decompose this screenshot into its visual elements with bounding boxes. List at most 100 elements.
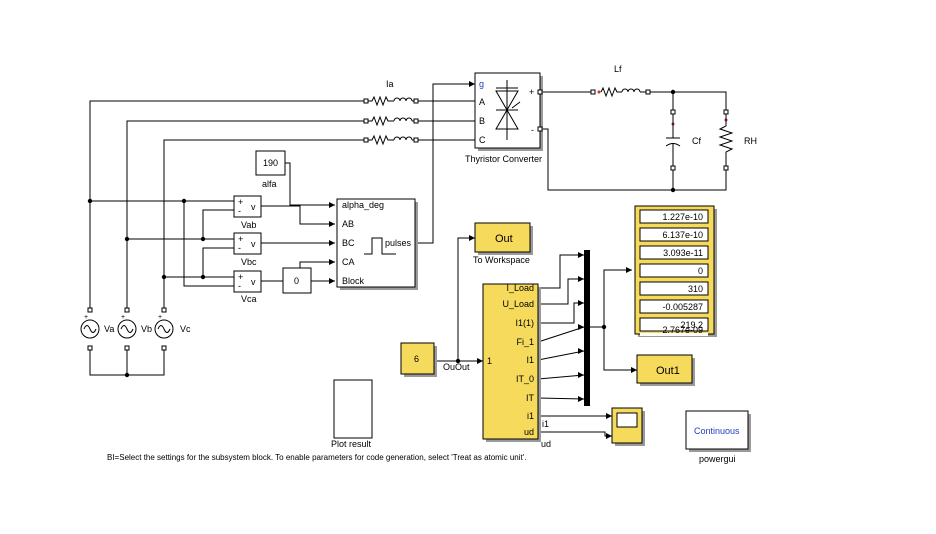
- vbc-v: v: [251, 239, 256, 249]
- display-block[interactable]: 1.227e-10 6.137e-10 3.093e-11 0 310 -0.0…: [634, 205, 717, 337]
- to-workspace-block[interactable]: Out To Workspace: [473, 222, 533, 265]
- powergui-label: powergui: [699, 454, 736, 464]
- alfa-constant-block[interactable]: 190 alfa: [255, 150, 286, 189]
- arrowheads: [329, 81, 637, 439]
- subsystem-out-i1-lower: i1: [527, 411, 534, 421]
- display-value-2: 6.137e-10: [662, 230, 703, 240]
- thyristor-port-b: B: [479, 116, 485, 126]
- lf-label: Lf: [614, 64, 622, 74]
- vab-plus: +: [238, 197, 243, 207]
- measurement-subsystem-block[interactable]: 1 I_Load U_Load I1(1) Fi_1 I1 IT_0 IT i1…: [482, 283, 541, 442]
- subsystem-out-it0: IT_0: [516, 374, 534, 384]
- rh-resistor-block[interactable]: RH: [718, 109, 757, 171]
- vca-minus: -: [238, 281, 241, 291]
- out1-block[interactable]: Out1: [636, 354, 695, 386]
- va-label: Va: [104, 324, 114, 334]
- pulse-port-ca: CA: [342, 257, 355, 267]
- vab-voltage-measurement[interactable]: + - v Vab: [233, 195, 262, 230]
- block-constant[interactable]: 0: [282, 267, 312, 294]
- vab-v: v: [251, 202, 256, 212]
- impedance-phase-b: [363, 115, 419, 127]
- va-plus: +: [84, 314, 88, 321]
- out-label: Out: [495, 233, 513, 245]
- cf-capacitor-block[interactable]: Cf: [665, 109, 701, 171]
- scope-screen-icon: [616, 412, 638, 428]
- const6-value: 6: [414, 354, 419, 364]
- thyristor-label: Thyristor Converter: [465, 154, 542, 164]
- ac-source-vc[interactable]: + Vc: [154, 307, 191, 351]
- pulse-port-bc: BC: [342, 238, 355, 248]
- plot-result-block[interactable]: Plot result: [331, 379, 373, 449]
- subsystem-out-i1: I1: [526, 355, 534, 365]
- vb-plus: +: [121, 314, 125, 321]
- mux-block[interactable]: [584, 250, 590, 406]
- ouput-label: OuOut: [443, 362, 470, 372]
- pulse-generator-block[interactable]: alpha_deg AB BC CA Block pulses: [336, 198, 418, 290]
- ud-wire-label: ud: [541, 439, 551, 449]
- subsystem-out-iload: I_Load: [506, 283, 534, 293]
- vb-label: Vb: [141, 324, 152, 334]
- status-annotation: BI=Select the settings for the subsystem…: [107, 453, 527, 462]
- vbc-minus: -: [238, 243, 241, 253]
- thyristor-port-a: A: [479, 97, 485, 107]
- thyristor-port-plus: +: [529, 87, 534, 97]
- thyristor-port-minus: -: [531, 125, 534, 135]
- pulse-port-ab: AB: [342, 219, 354, 229]
- vca-voltage-measurement[interactable]: + - v Vca: [233, 270, 262, 304]
- lf-inductor-block[interactable]: Lf: [590, 64, 651, 98]
- display-value-3: 3.093e-11: [663, 248, 703, 258]
- display-value-1: 1.227e-10: [662, 212, 703, 222]
- vca-v: v: [251, 277, 256, 287]
- vc-label: Vc: [180, 324, 191, 334]
- rh-label: RH: [744, 136, 757, 146]
- vab-minus: -: [238, 206, 241, 216]
- plot-result-label: Plot result: [331, 439, 372, 449]
- impedance-label: Ia: [386, 79, 394, 89]
- ac-source-vb[interactable]: + Vb: [117, 307, 152, 351]
- display-value-7: 219.2: [680, 320, 703, 330]
- vca-label: Vca: [241, 294, 257, 304]
- to-workspace-label: To Workspace: [473, 255, 530, 265]
- powergui-block[interactable]: Continuous powergui: [685, 410, 751, 464]
- pulse-waveform-icon: [364, 237, 396, 255]
- subsystem-out-ud: ud: [524, 427, 534, 437]
- vbc-voltage-measurement[interactable]: + - v Vbc: [233, 232, 262, 267]
- i1-wire-label: i1: [542, 419, 549, 429]
- scope-block[interactable]: [611, 407, 645, 446]
- alfa-value: 190: [263, 158, 278, 168]
- impedance-phase-c: [363, 134, 419, 146]
- thyristor-port-c: C: [479, 135, 486, 145]
- subsystem-out-fi1: Fi_1: [516, 337, 534, 347]
- ac-source-va[interactable]: + Va: [80, 307, 114, 351]
- out1-label: Out1: [656, 365, 680, 377]
- impedance-phase-a: [363, 95, 419, 107]
- junction-dots: [87, 89, 676, 378]
- thyristor-port-g: g: [479, 79, 484, 89]
- display-value-8: 2.767e-09: [662, 325, 703, 335]
- vca-plus: +: [238, 272, 243, 282]
- alfa-label: alfa: [262, 179, 277, 189]
- subsystem-out-i1-1: I1(1): [515, 318, 534, 328]
- pulse-port-block: Block: [342, 276, 365, 286]
- display-value-6: -0.005287: [662, 302, 703, 312]
- subsystem-out-uload: U_Load: [502, 299, 534, 309]
- vab-label: Vab: [241, 220, 256, 230]
- continuous-label: Continuous: [694, 426, 740, 436]
- display-values: 1.227e-10 6.137e-10 3.093e-11 0 310 -0.0…: [639, 209, 709, 336]
- subsystem-out-it: IT: [526, 393, 535, 403]
- display-value-4: 0: [698, 266, 703, 276]
- vbc-plus: +: [238, 234, 243, 244]
- vc-plus: +: [158, 314, 162, 321]
- vbc-label: Vbc: [241, 257, 257, 267]
- pulse-port-out: pulses: [385, 238, 412, 248]
- constant-6-block[interactable]: 6 OuOut: [400, 342, 470, 377]
- thyristor-converter-block[interactable]: g A B C + - Thyristor Converter: [465, 72, 543, 164]
- cf-label: Cf: [692, 136, 701, 146]
- zero-value: 0: [294, 276, 299, 286]
- source-impedance-block[interactable]: Ia: [363, 79, 419, 146]
- pulse-port-alpha: alpha_deg: [342, 200, 384, 210]
- display-value-5: 310: [688, 284, 703, 294]
- subsystem-input-1: 1: [487, 356, 492, 366]
- signal-wires: [89, 83, 727, 437]
